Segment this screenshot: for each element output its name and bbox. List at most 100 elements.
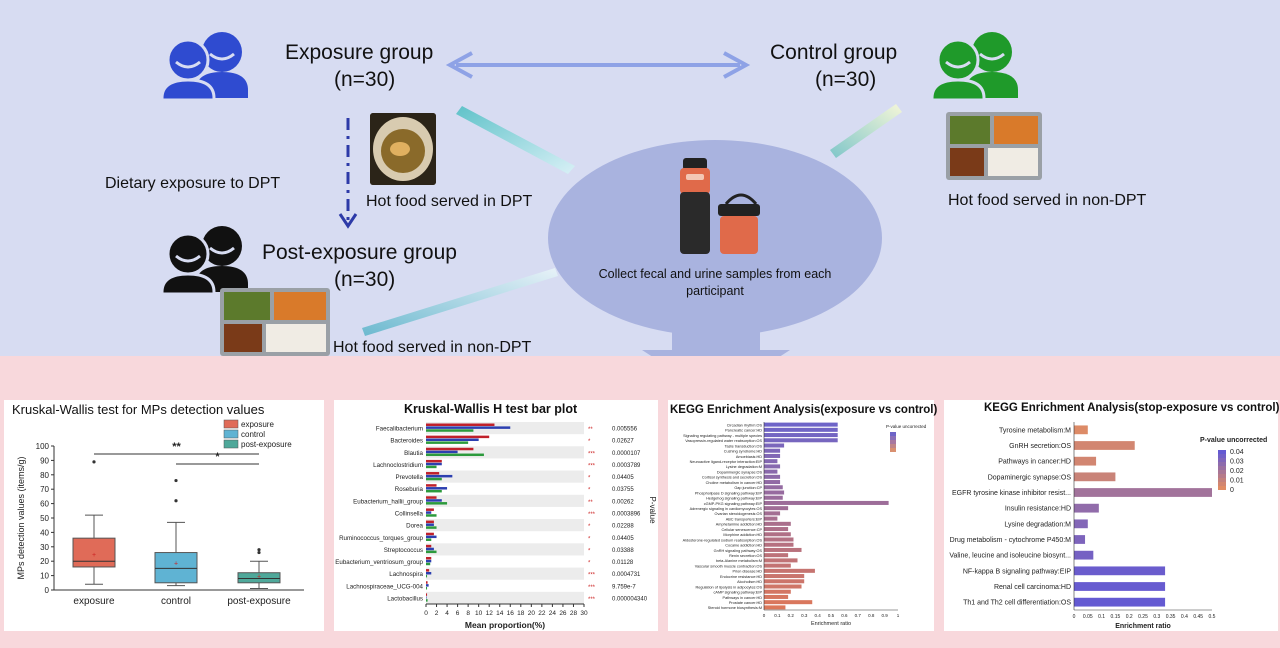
x-tick-label: 18: [517, 610, 525, 617]
category-label: Dorea: [406, 523, 423, 530]
bar-post-exposure: [426, 599, 428, 602]
pathway-label: Pancreatic cancer:HD: [725, 429, 762, 433]
kegg-exposure-title: KEGG Enrichment Analysis(exposure vs con…: [670, 404, 938, 416]
enrichment-bar: [1074, 566, 1166, 576]
enrichment-bar: [764, 495, 783, 500]
bar-control: [426, 511, 432, 514]
row-stripe: [426, 543, 584, 556]
enrichment-bar: [764, 594, 789, 599]
sig-label-2: *: [215, 451, 220, 463]
enrichment-bar: [764, 537, 794, 542]
double-arrow-icon: [445, 51, 751, 79]
pathway-label: Choline metabolism in cancer:HD: [706, 481, 763, 485]
row-stripe: [426, 567, 584, 580]
legend-gradient-step: [1218, 486, 1226, 490]
bar-control: [426, 571, 432, 575]
category-label: Lachnoclostridium: [373, 462, 423, 469]
enrichment-bar: [1074, 488, 1212, 497]
p-value-label: 0.03755: [612, 487, 634, 493]
pathway-label: Adrenergic signaling in cardiomyocytes:O…: [690, 507, 763, 511]
exposure-group-title: Exposure group: [285, 41, 434, 64]
sig-stars: ***: [588, 573, 596, 579]
enrichment-bar: [764, 469, 778, 474]
bar-control: [426, 535, 437, 539]
x-tick-label: 22: [538, 610, 546, 617]
x-tick-label: 0.3: [801, 613, 808, 618]
legend-swatch: [223, 419, 239, 429]
bar-control: [426, 438, 479, 442]
x-tick-label: 0.9: [881, 613, 888, 618]
box-mean-marker: +: [92, 552, 96, 559]
bar-exposure: [426, 484, 437, 487]
bar-post-exposure: [426, 562, 431, 566]
category-label: Eubacterium_ventriosum_group: [335, 559, 423, 566]
sig-stars: **: [588, 427, 593, 433]
enrichment-bar: [1074, 425, 1088, 435]
pathway-label: Dopaminergic synapse:OS: [988, 474, 1072, 481]
boxplot-title: Kruskal-Wallis test for MPs detection va…: [12, 402, 265, 417]
legend-gradient-step: [1218, 466, 1226, 470]
enrichment-bar: [1074, 519, 1088, 529]
legend-gradient-step: [1218, 482, 1226, 486]
dashed-down-arrow-icon: [338, 118, 358, 229]
enrichment-bar: [764, 532, 791, 537]
bar-control: [426, 559, 432, 563]
bar-control: [426, 426, 511, 429]
legend-tick-label: 0: [1230, 487, 1234, 494]
pathway-label: Renal cell carcinoma:HD: [994, 584, 1071, 591]
bar-post-exposure: [426, 477, 442, 481]
enrichment-bar: [1074, 582, 1166, 591]
p-value-label: 0.00262: [612, 499, 634, 505]
x-tick-label: 0.05: [1083, 614, 1093, 620]
x-tick-label: 0.15: [1111, 614, 1121, 620]
enrichment-bar: [764, 553, 789, 558]
pathway-label: Cushing syndrome:HD: [724, 450, 762, 454]
legend-tick-label: 0.01: [1230, 478, 1244, 485]
pathway-label: Dopaminergic synapse:OS: [717, 470, 763, 474]
sig-stars: *: [588, 488, 591, 494]
legend-gradient-step: [1218, 454, 1226, 458]
enrichment-bar: [764, 568, 815, 573]
row-stripe: [426, 494, 584, 507]
pathway-label: GnRH secretion:OS: [1009, 443, 1071, 450]
bar-control: [426, 523, 434, 526]
p-value-label: 0.01128: [612, 560, 634, 566]
enrichment-bar: [764, 422, 838, 427]
p-value-label: 0.0000107: [612, 451, 641, 457]
pathway-label: Th1 and Th2 cell differentiation:OS: [963, 600, 1071, 607]
dietary-exposure-label: Dietary exposure to DPT: [105, 175, 281, 192]
legend-label: control: [241, 430, 265, 439]
y-tick-label: 60: [40, 500, 49, 509]
x-axis-label: Enrichment ratio: [811, 621, 851, 627]
x-tick-label: 0.5: [1209, 614, 1216, 620]
box-mean-marker: +: [257, 574, 261, 581]
enrichment-bar: [1074, 597, 1166, 607]
x-tick-label: 0.5: [828, 613, 835, 618]
pathway-label: Prion disease:HD: [732, 570, 762, 574]
x-tick-label: 12: [486, 610, 494, 617]
pathway-label: ABC transporters:EIP: [726, 517, 763, 521]
bar-exposure: [426, 472, 440, 475]
pathway-label: Pathways in cancer:HD: [998, 459, 1071, 466]
category-label: Faecalibacterium: [376, 426, 423, 433]
pathway-label: Steroid hormone biosynthesis:M: [708, 606, 762, 610]
box-outlier: [257, 550, 261, 555]
kegg-stop-title: KEGG Enrichment Analysis(stop-exposure v…: [984, 402, 1280, 414]
y-axis-label: MPs detection values (items/g): [16, 456, 26, 579]
p-value-label: 0.02288: [612, 524, 634, 530]
sig-stars: *: [588, 548, 591, 554]
pathway-label: Drug metabolism - cytochrome P450:M: [950, 537, 1072, 544]
bar-post-exposure: [426, 587, 428, 590]
sig-stars: ***: [588, 463, 596, 469]
p-value-label: 0.0003789: [612, 463, 641, 469]
x-axis-label: Enrichment ratio: [1115, 623, 1171, 630]
x-tick-label: 28: [570, 610, 578, 617]
x-tick-label: 1: [897, 613, 900, 618]
legend-gradient-step: [1218, 470, 1226, 474]
x-category-label: control: [161, 596, 191, 607]
sig-stars: *: [588, 439, 591, 445]
x-tick-label: 10: [475, 610, 483, 617]
bar-post-exposure: [426, 574, 428, 578]
